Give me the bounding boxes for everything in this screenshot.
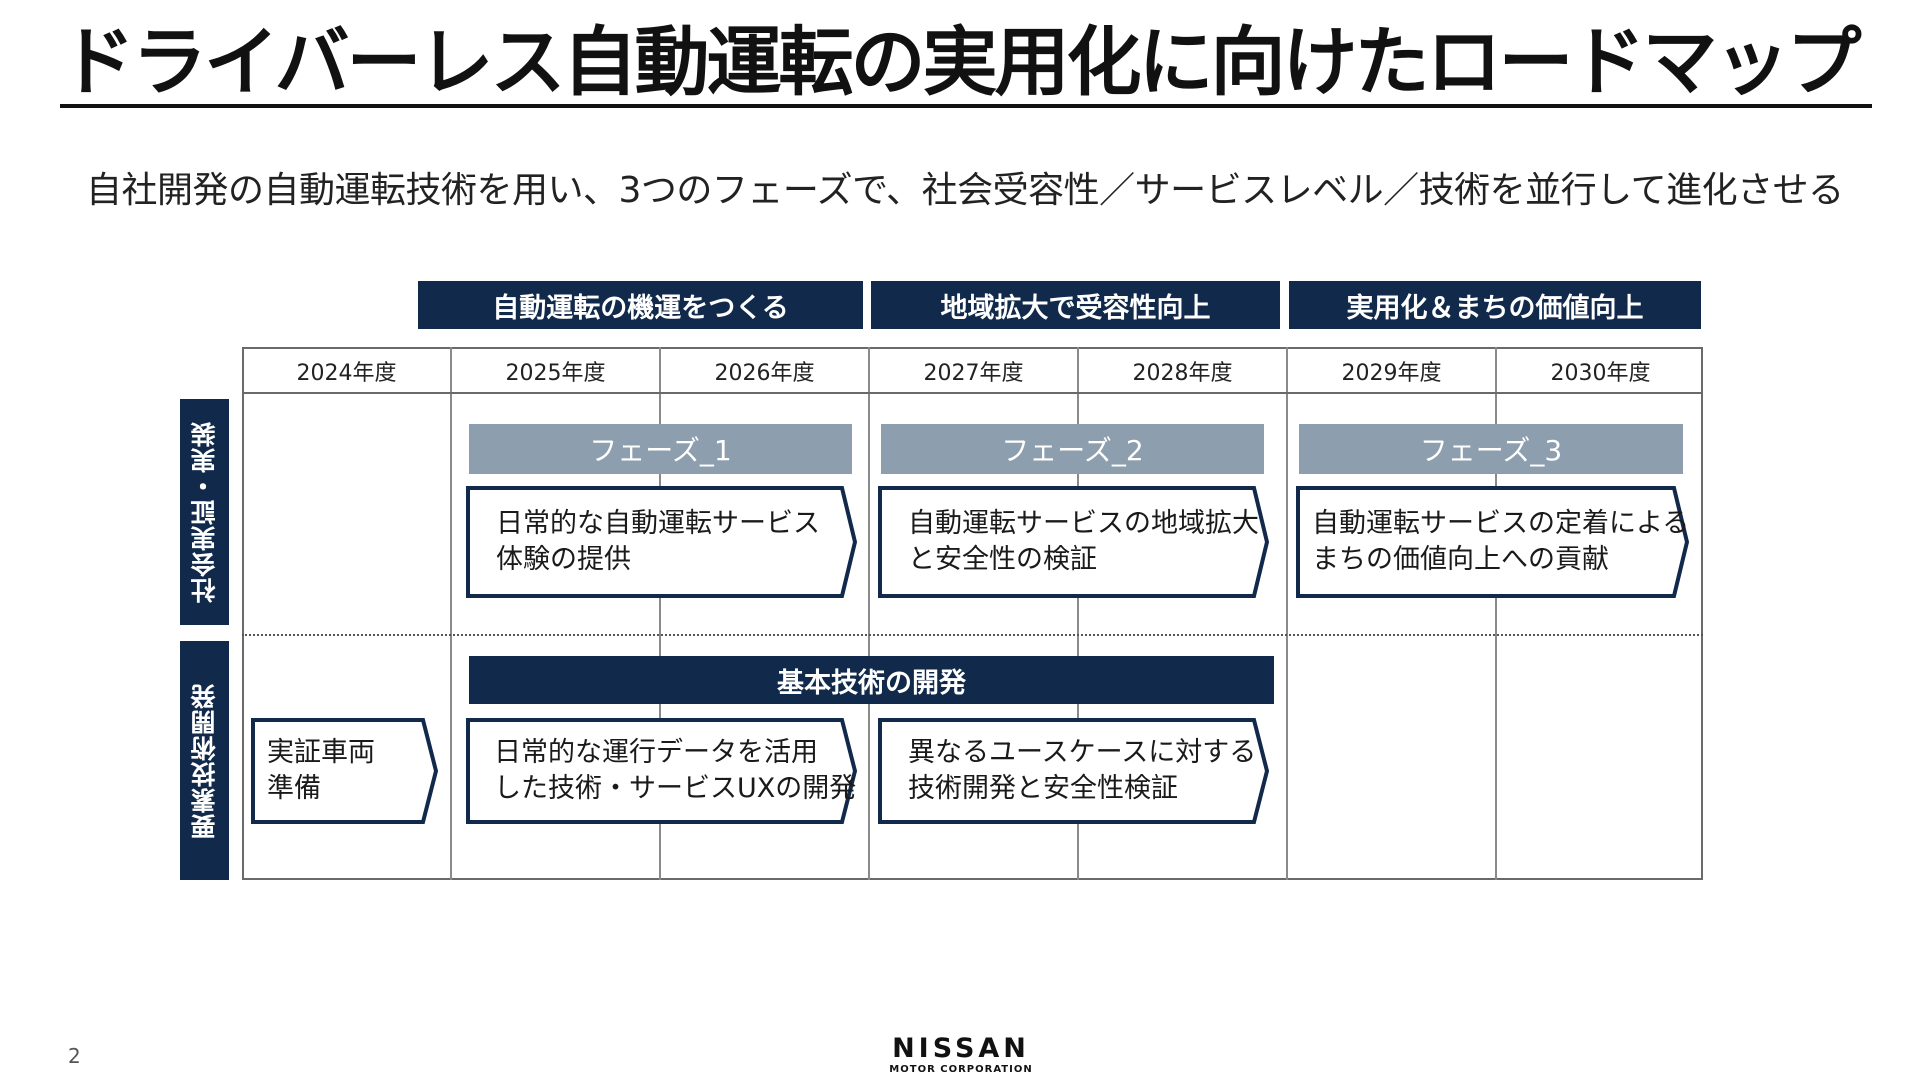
- tech-item-2-line2: した技術・サービスUXの開発: [494, 773, 857, 804]
- year-2025: 2025年度: [505, 361, 606, 386]
- row-divider: [242, 634, 1703, 636]
- chevron-shape: [878, 486, 1270, 598]
- phase-pill-2: フェーズ_2: [881, 424, 1264, 474]
- chevron-shape: [466, 718, 858, 824]
- social-item-2: 自動運転サービスの地域拡大 と安全性の検証: [878, 486, 1270, 598]
- year-2028: 2028年度: [1132, 361, 1233, 386]
- social-item-3-line1: 自動運転サービスの定着による: [1312, 508, 1690, 539]
- social-item-3-line2: まちの価値向上への貢献: [1312, 544, 1609, 575]
- social-item-2-line2: と安全性の検証: [908, 544, 1097, 575]
- chevron-shape: [466, 486, 858, 598]
- roadmap-grid: [242, 347, 1703, 880]
- tech-item-1-line1: 実証車両: [267, 737, 375, 768]
- phase-header-3: 実用化＆まちの価値向上: [1289, 281, 1701, 329]
- chevron-shape: [251, 718, 439, 824]
- tech-item-2: 日常的な運行データを活用 した技術・サービスUXの開発: [466, 718, 858, 824]
- nissan-logo: NISSAN MOTOR CORPORATION: [888, 1034, 1034, 1076]
- phase-header-2: 地域拡大で受容性向上: [871, 281, 1280, 329]
- year-2029: 2029年度: [1341, 361, 1442, 386]
- logo-brand: NISSAN: [892, 1033, 1030, 1064]
- page-number: 2: [68, 1044, 81, 1068]
- phase-pill-3: フェーズ_3: [1299, 424, 1683, 474]
- social-item-1-line1: 日常的な自動運転サービス: [496, 508, 820, 539]
- base-tech-bar: 基本技術の開発: [469, 656, 1274, 704]
- tech-item-3-line1: 異なるユースケースに対する: [908, 737, 1257, 768]
- tech-item-2-line1: 日常的な運行データを活用: [494, 737, 818, 768]
- grid-divider: [868, 347, 870, 880]
- row-label-tech: 要素技術開発: [180, 641, 229, 880]
- social-item-1-line2: 体験の提供: [496, 544, 631, 575]
- row-label-social-text: 社会実証・実装: [189, 421, 219, 603]
- grid-divider: [659, 347, 661, 880]
- tech-item-1-line2: 準備: [267, 773, 321, 804]
- page-title: ドライバーレス自動運転の実用化に向けたロードマップ: [60, 18, 1862, 106]
- row-label-social: 社会実証・実装: [180, 399, 229, 625]
- tech-item-3: 異なるユースケースに対する 技術開発と安全性検証: [878, 718, 1270, 824]
- phase-pill-1: フェーズ_1: [469, 424, 852, 474]
- grid-divider: [1495, 347, 1497, 880]
- row-label-tech-text: 要素技術開発: [189, 682, 219, 839]
- page-subtitle: 自社開発の自動運転技術を用い、3つのフェーズで、社会受容性／サービスレベル／技術…: [86, 170, 1844, 211]
- chevron-shape: [878, 718, 1270, 824]
- year-2027: 2027年度: [923, 361, 1024, 386]
- grid-divider: [450, 347, 452, 880]
- tech-item-1: 実証車両 準備: [251, 718, 439, 824]
- year-header-divider: [242, 392, 1703, 394]
- title-underline: [60, 104, 1872, 108]
- chevron-shape: [1296, 486, 1690, 598]
- social-item-2-line1: 自動運転サービスの地域拡大: [908, 508, 1259, 539]
- year-2024: 2024年度: [296, 361, 397, 386]
- year-2026: 2026年度: [714, 361, 815, 386]
- social-item-3: 自動運転サービスの定着による まちの価値向上への貢献: [1296, 486, 1690, 598]
- phase-header-1: 自動運転の機運をつくる: [418, 281, 863, 329]
- year-2030: 2030年度: [1550, 361, 1651, 386]
- grid-divider: [1286, 347, 1288, 880]
- grid-divider: [1077, 347, 1079, 880]
- social-item-1: 日常的な自動運転サービス 体験の提供: [466, 486, 858, 598]
- tech-item-3-line2: 技術開発と安全性検証: [908, 773, 1178, 804]
- logo-subtext: MOTOR CORPORATION: [889, 1064, 1033, 1075]
